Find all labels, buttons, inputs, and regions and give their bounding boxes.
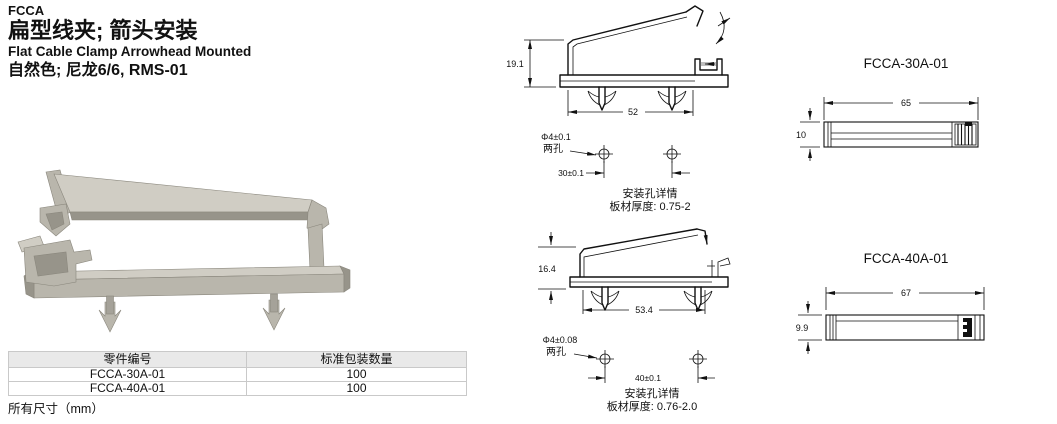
title-block: FCCA 扁型线夹; 箭头安装 Flat Cable Clamp Arrowhe… (8, 3, 252, 80)
mounting-hole-symbol (662, 144, 682, 164)
side-view-drawings: 19.1 52 Φ4±0.1 两孔 30±0.1 安装孔详情 板材厚度: 0.7… (506, 5, 731, 413)
hole-detail-30: Φ4±0.1 两孔 30±0.1 安装孔详情 板材厚度: 0.75-2 (541, 132, 690, 213)
pin-symbol (590, 286, 620, 311)
hole-spacing-label: 30±0.1 (558, 168, 584, 178)
panel-thickness-label: 板材厚度: 0.76-2.0 (607, 399, 697, 413)
hole-diameter-label: Φ4±0.08 (543, 335, 578, 345)
dimensions-note: 所有尺寸（mm） (8, 402, 104, 416)
clamp-arm-top (53, 173, 313, 213)
clamp-right-post (307, 223, 325, 271)
top-view-40-drawing: FCCA-40A-01 67 9.9 (796, 251, 985, 354)
hole-detail-40: Φ4±0.08 两孔 40±0.1 安装孔详情 板材厚度: 0.76-2.0 (543, 335, 715, 413)
hole-diameter-label: Φ4±0.1 (541, 132, 571, 142)
hole-spacing-label: 40±0.1 (635, 373, 661, 383)
hole-detail-title: 安装孔详情 (623, 186, 678, 200)
top-view-drawings: FCCA-30A-01 65 10 FCCA-40A-01 67 (796, 56, 985, 354)
col-header-part-number: 零件编号 (8, 351, 247, 368)
table-header-row: 零件编号 标准包装数量 (8, 351, 467, 368)
top-view-30-drawing: FCCA-30A-01 65 10 (796, 56, 979, 161)
height-dim-label: 16.4 (538, 264, 556, 274)
mounting-hole-symbol (595, 349, 615, 369)
arrowhead-pin-right (262, 293, 286, 331)
table-row: FCCA-40A-01 100 (8, 381, 467, 396)
height-dim-label: 19.1 (506, 59, 524, 69)
height-dim-label: 10 (796, 130, 806, 140)
mounting-hole-symbol (688, 349, 708, 369)
part-number-cell: FCCA-40A-01 (8, 381, 247, 396)
package-qty-cell: 100 (246, 381, 467, 396)
latch-bracket-inner (33, 251, 69, 277)
arrowhead-pin-left (98, 295, 122, 333)
clamp-hook-inner (45, 211, 65, 231)
flex-arrow (715, 11, 725, 45)
side-view-40-drawing: 16.4 53.4 (538, 228, 731, 315)
material-spec: 自然色; 尼龙6/6, RMS-01 (8, 62, 188, 80)
pin-symbol (683, 286, 713, 311)
parts-table: 零件编号 标准包装数量 FCCA-30A-01 100 FCCA-40A-01 … (8, 351, 467, 396)
pin-symbol (657, 86, 687, 111)
series-code: FCCA (8, 3, 45, 18)
variant-label: FCCA-40A-01 (864, 251, 949, 266)
panel-thickness-label: 板材厚度: 0.75-2 (609, 199, 690, 213)
package-qty-cell: 100 (246, 367, 467, 382)
variant-label: FCCA-30A-01 (864, 56, 949, 71)
width-dim-label: 52 (628, 107, 638, 117)
pin-symbol (587, 86, 617, 111)
base-right-cap (339, 265, 351, 293)
product-title-cn: 扁型线夹; 箭头安装 (8, 18, 198, 44)
product-photo (17, 169, 351, 333)
table-row: FCCA-30A-01 100 (8, 367, 467, 382)
two-holes-label: 两孔 (543, 143, 563, 155)
part-number-cell: FCCA-30A-01 (8, 367, 247, 382)
two-holes-label: 两孔 (546, 346, 566, 358)
clamp-arm-underside (69, 211, 311, 221)
hole-detail-title: 安装孔详情 (625, 386, 680, 400)
col-header-package-qty: 标准包装数量 (246, 351, 467, 368)
width-dim-label: 67 (901, 288, 911, 298)
product-title-en: Flat Cable Clamp Arrowhead Mounted (8, 43, 252, 59)
height-dim-label: 9.9 (796, 323, 809, 333)
width-dim-label: 65 (901, 98, 911, 108)
side-view-30-drawing: 19.1 52 (506, 5, 731, 117)
width-dim-label: 53.4 (635, 305, 653, 315)
mounting-hole-symbol (594, 144, 614, 164)
